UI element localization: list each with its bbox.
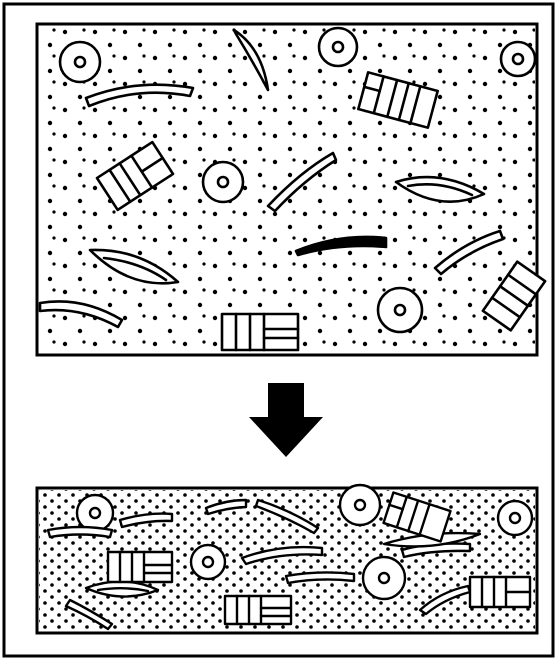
ring-shape [77,495,113,531]
ring-shape [501,42,535,76]
striped-block-shape [108,552,172,582]
ring-shape [203,162,243,202]
top-panel [37,24,545,355]
arc-shape [48,527,112,537]
ring-shape [60,42,100,82]
striped-block-shape [225,596,291,624]
ring-shape [319,28,357,66]
ring-shape [340,485,380,525]
striped-block-shape [470,577,530,607]
ring-shape [191,545,225,579]
ring-shape [498,501,532,535]
striped-block-shape [222,314,298,350]
bottom-panel [37,485,537,633]
ring-shape [363,557,405,599]
ring-shape [378,288,422,332]
